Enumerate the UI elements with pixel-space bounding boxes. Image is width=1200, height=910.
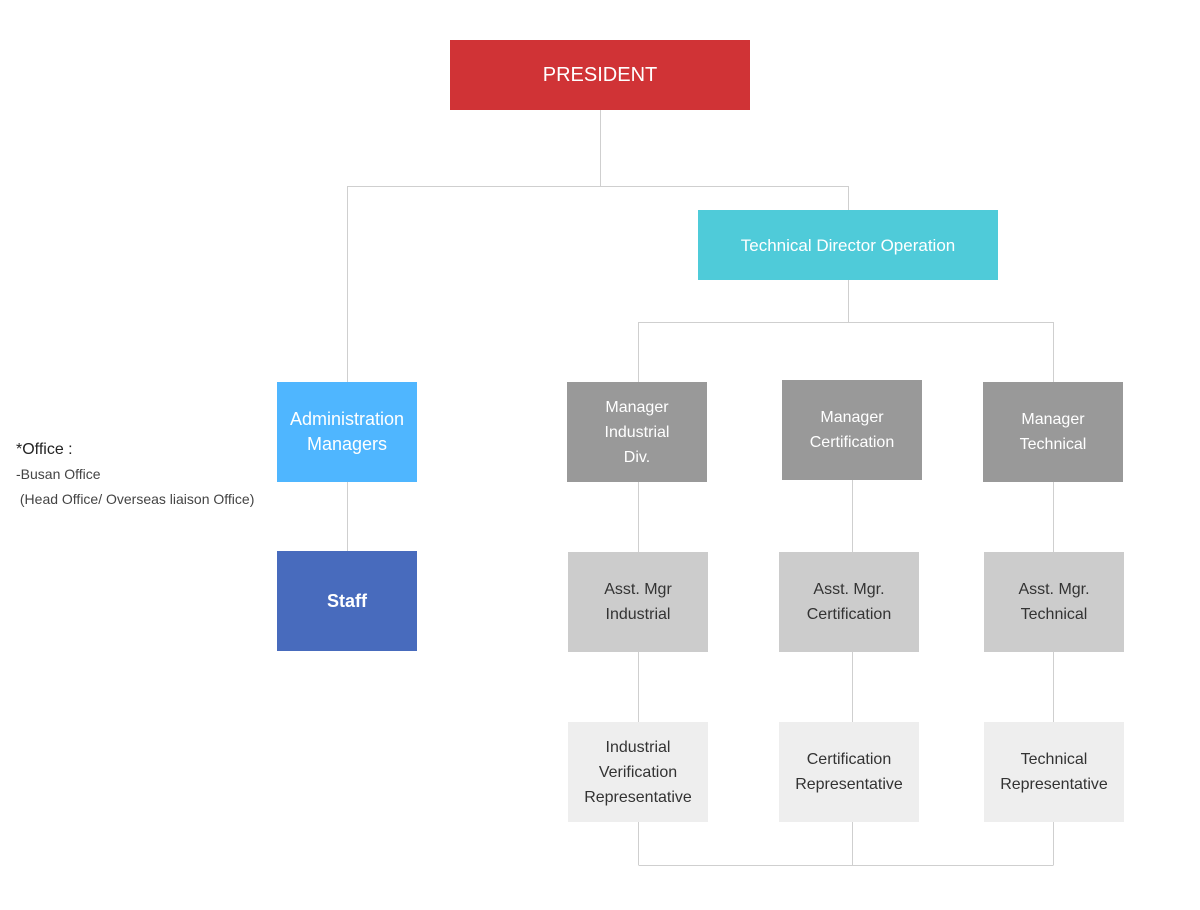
representative-technical-box: Technical Representative: [984, 722, 1124, 822]
manager-industrial-box: Manager Industrial Div.: [567, 382, 707, 482]
staff-box: Staff: [277, 551, 417, 651]
office-note-line-2: (Head Office/ Overseas liaison Office): [16, 491, 255, 507]
office-note: *Office : -Busan Office (Head Office/ Ov…: [16, 437, 254, 512]
asst-manager-technical-box: Asst. Mgr. Technical: [984, 552, 1124, 652]
administration-managers-box: Administration Managers: [277, 382, 417, 482]
asst-manager-certification-box: Asst. Mgr. Certification: [779, 552, 919, 652]
manager-certification-box: Manager Certification: [782, 380, 922, 480]
technical-director-box: Technical Director Operation: [698, 210, 998, 280]
president-box: PRESIDENT: [450, 40, 750, 110]
office-note-line-1: -Busan Office: [16, 466, 101, 482]
asst-manager-industrial-box: Asst. Mgr Industrial: [568, 552, 708, 652]
office-note-title: *Office :: [16, 441, 73, 458]
representative-industrial-box: Industrial Verification Representative: [568, 722, 708, 822]
representative-certification-box: Certification Representative: [779, 722, 919, 822]
manager-technical-box: Manager Technical: [983, 382, 1123, 482]
